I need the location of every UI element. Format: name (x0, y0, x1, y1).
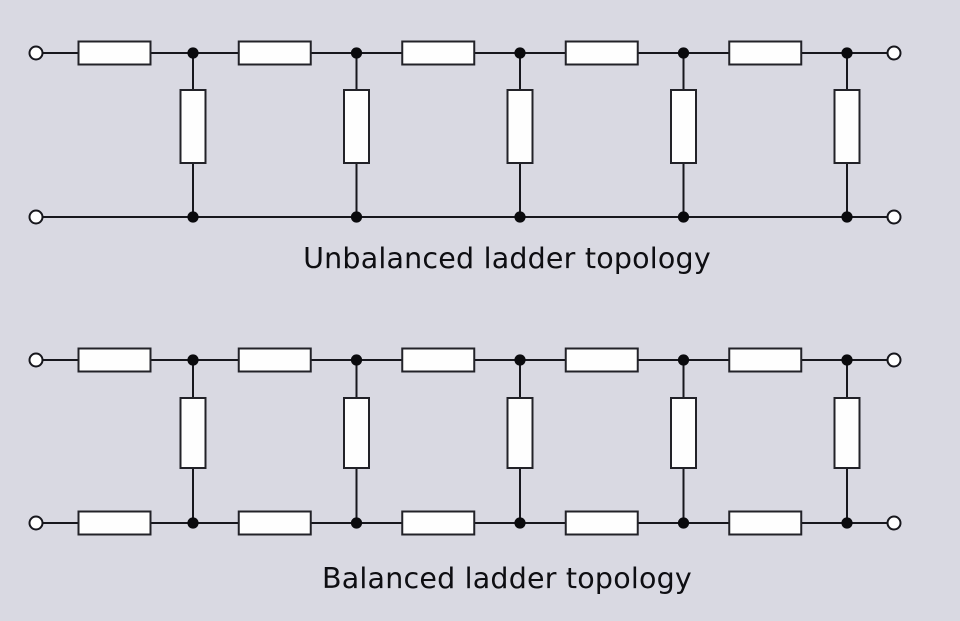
caption-balanced-ladder: Balanced ladder topology (322, 562, 692, 595)
unbalanced-terminal (28, 45, 44, 61)
balanced-junction-dot (514, 517, 526, 529)
unbalanced-series-resistor-top (564, 40, 639, 66)
balanced-series-resistor-top (237, 347, 312, 373)
caption-unbalanced-ladder: Unbalanced ladder topology (303, 242, 711, 275)
unbalanced-series-resistor-top (728, 40, 803, 66)
balanced-terminal (28, 515, 44, 531)
balanced-junction-dot (187, 517, 199, 529)
balanced-series-resistor-top (401, 347, 476, 373)
balanced-shunt-resistor (833, 397, 861, 469)
unbalanced-series-resistor-top (401, 40, 476, 66)
unbalanced-junction-dot (841, 47, 853, 59)
unbalanced-junction-dot (514, 211, 526, 223)
unbalanced-junction-dot (514, 47, 526, 59)
balanced-shunt-resistor (179, 397, 207, 469)
unbalanced-junction-dot (187, 211, 199, 223)
balanced-shunt-resistor (506, 397, 534, 469)
balanced-junction-dot (677, 354, 690, 366)
balanced-series-resistor-bottom (77, 510, 152, 536)
balanced-terminal (886, 352, 902, 368)
balanced-terminal (28, 352, 44, 368)
balanced-junction-dot (677, 517, 690, 529)
balanced-series-resistor-top (77, 347, 152, 373)
unbalanced-junction-dot (350, 211, 363, 223)
balanced-junction-dot (350, 354, 363, 366)
unbalanced-shunt-resistor (179, 89, 207, 164)
balanced-series-resistor-bottom (401, 510, 476, 536)
unbalanced-shunt-resistor (343, 89, 370, 164)
balanced-series-resistor-bottom (728, 510, 803, 536)
balanced-series-resistor-bottom (564, 510, 639, 536)
balanced-terminal (886, 515, 902, 531)
balanced-junction-dot (841, 517, 853, 529)
balanced-junction-dot (514, 354, 526, 366)
balanced-series-resistor-bottom (237, 510, 312, 536)
unbalanced-terminal (886, 209, 902, 225)
balanced-junction-dot (350, 517, 363, 529)
balanced-shunt-resistor (343, 397, 370, 469)
balanced-series-resistor-top (564, 347, 639, 373)
unbalanced-series-resistor-top (77, 40, 152, 66)
unbalanced-terminal (886, 45, 902, 61)
unbalanced-junction-dot (677, 211, 690, 223)
unbalanced-junction-dot (187, 47, 199, 59)
unbalanced-junction-dot (677, 47, 690, 59)
unbalanced-junction-dot (841, 211, 853, 223)
unbalanced-junction-dot (350, 47, 363, 59)
unbalanced-series-resistor-top (237, 40, 312, 66)
unbalanced-shunt-resistor (833, 89, 861, 164)
balanced-junction-dot (187, 354, 199, 366)
balanced-junction-dot (841, 354, 853, 366)
unbalanced-terminal (28, 209, 44, 225)
unbalanced-shunt-resistor (670, 89, 697, 164)
balanced-shunt-resistor (670, 397, 697, 469)
balanced-series-resistor-top (728, 347, 803, 373)
unbalanced-shunt-resistor (506, 89, 534, 164)
